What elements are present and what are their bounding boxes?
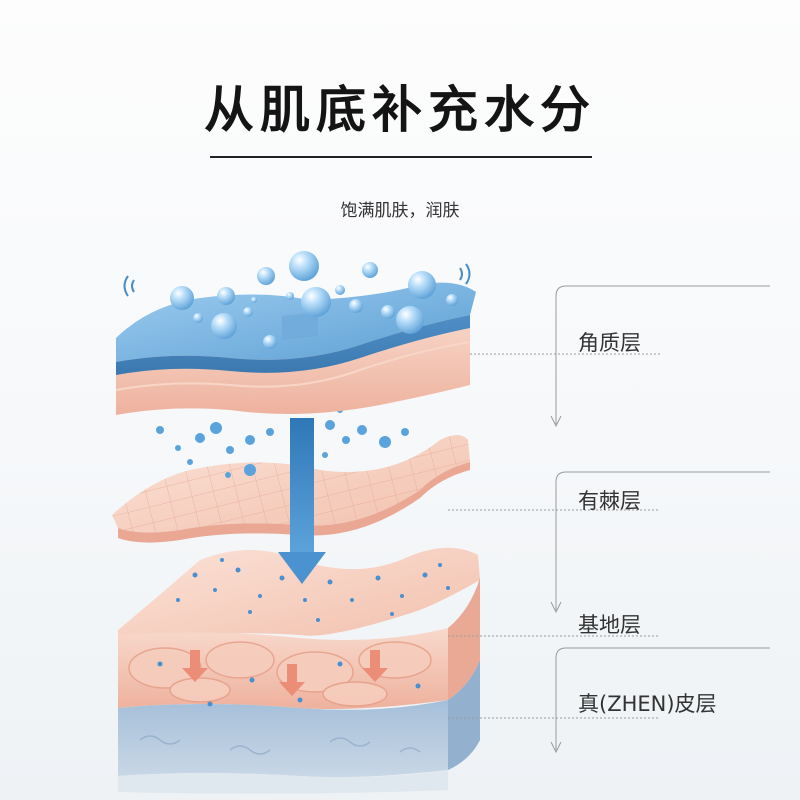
- down-arrow-icon: [182, 650, 388, 696]
- title-underline: [210, 156, 592, 158]
- label-stratum-spinosum: 有棘层: [578, 489, 641, 513]
- wave-signal-icon: [123, 263, 471, 297]
- page-subtitle: 饱满肌肤，润肤: [340, 201, 460, 221]
- layer-guide-lines: [448, 285, 770, 754]
- label-stratum-corneum: 角质层: [578, 331, 641, 355]
- page-title: 从肌底补充水分: [204, 81, 596, 139]
- water-droplet-icon: [170, 251, 458, 349]
- bottom-skin-block: [118, 547, 480, 794]
- label-dermis: 真(ZHEN)皮层: [578, 692, 717, 716]
- down-arrow-icon: [278, 418, 326, 584]
- top-skin-layer: [115, 282, 476, 415]
- label-stratum-basale: 基地层: [578, 613, 641, 637]
